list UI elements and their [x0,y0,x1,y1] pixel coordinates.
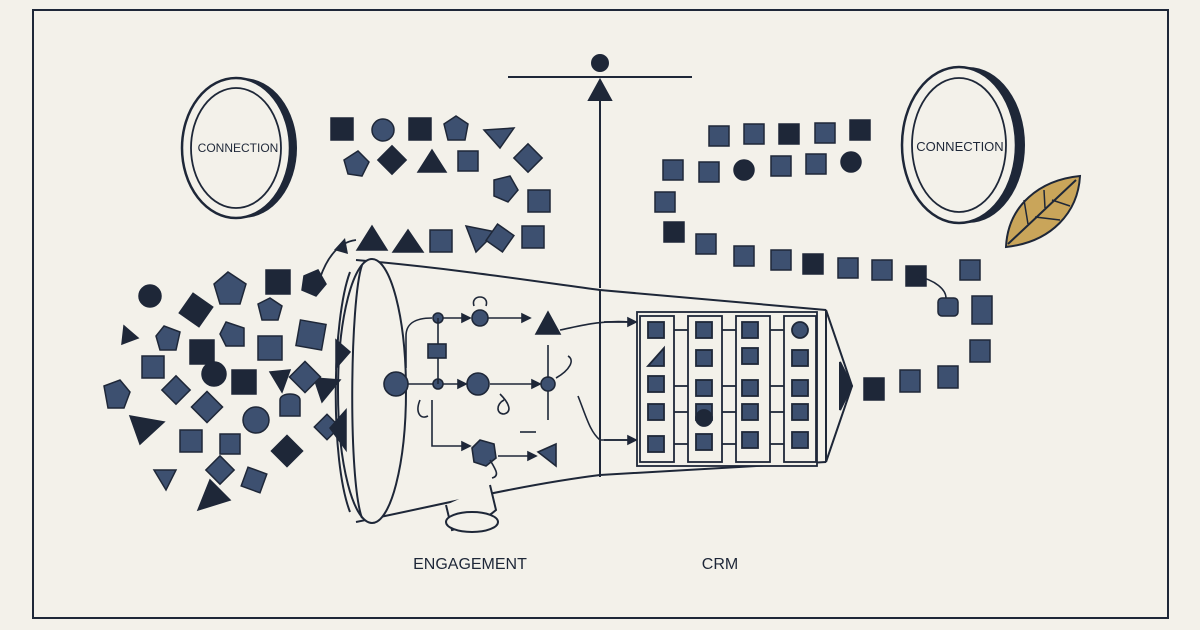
flow-arrow [319,239,357,279]
crm-label: CRM [702,556,738,573]
engagement-label: ENGAGEMENT [413,556,527,573]
right-shape-trail [654,119,993,401]
left-coin-label: CONNECTION [198,141,279,155]
right-coin-label: CONNECTION [916,139,1003,154]
leaf-icon [1004,174,1082,249]
crm-grid [604,311,818,467]
left-connection-coin: CONNECTION [180,76,297,220]
outer-frame [32,9,1169,619]
left-shape-cluster [103,115,551,512]
megaphone-icon [334,258,854,533]
right-connection-coin: CONNECTION [900,65,1025,225]
engagement-network [383,296,638,479]
balance-scale-icon [508,54,692,288]
